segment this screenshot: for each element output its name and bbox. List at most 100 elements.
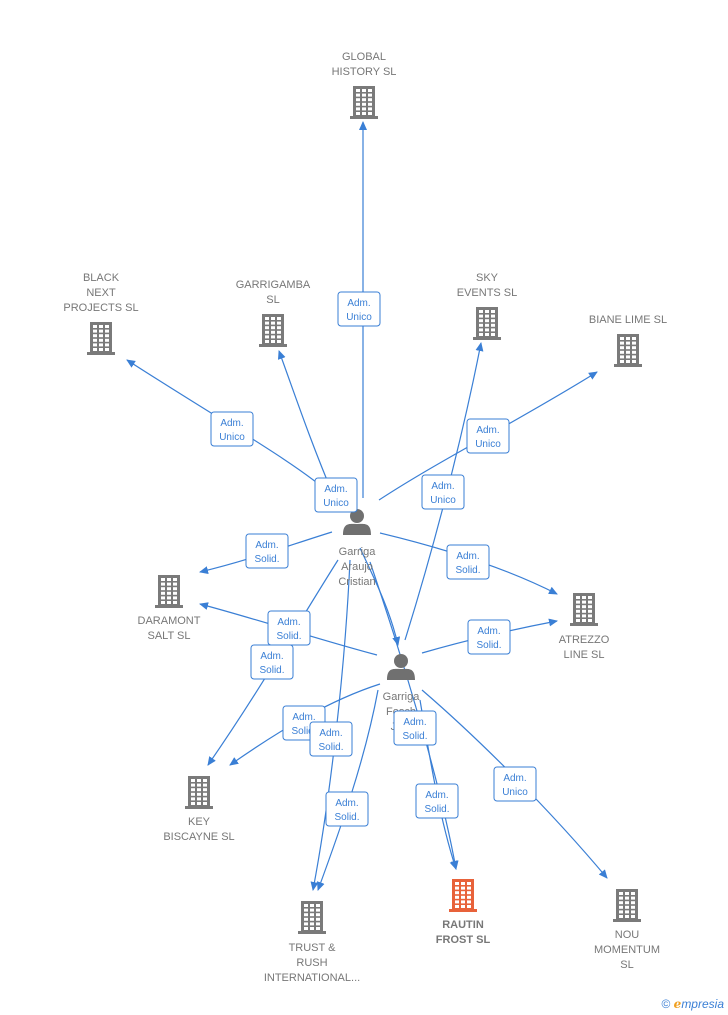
- edge-label-box: [493, 766, 537, 802]
- edge-label-box: [314, 477, 358, 513]
- edge-label-text: Solid.: [424, 804, 449, 815]
- brand-initial: e: [673, 997, 682, 1011]
- company-label-trust: RUSH: [296, 957, 327, 969]
- company-label-rautin: FROST SL: [436, 934, 491, 946]
- edge-label-box: [467, 619, 511, 655]
- edge-label-box: [245, 533, 289, 569]
- edge-label-e1[interactable]: Adm. Unico: [337, 291, 381, 327]
- edge-label-text: Solid.: [334, 812, 359, 823]
- edge-label-text: Unico: [219, 432, 245, 443]
- edge-label-box: [415, 783, 459, 819]
- person-label-p1: Araujo: [341, 561, 373, 573]
- edge-label-e7[interactable]: Adm.Solid.: [446, 544, 490, 580]
- edge-label-e4[interactable]: Adm. Unico: [421, 474, 465, 510]
- company-label-trust: INTERNATIONAL...: [264, 972, 360, 984]
- edge-label-e3[interactable]: Adm. Unico: [314, 477, 358, 513]
- edge-label-text: Adm.: [403, 717, 426, 728]
- relation-edge-e13: [316, 689, 379, 891]
- company-label-daramont: DARAMONT: [138, 615, 201, 627]
- company-icon-atrezzo[interactable]: [570, 593, 598, 626]
- edge-label-text: Adm.: [335, 798, 358, 809]
- company-icon-biane[interactable]: [614, 334, 642, 367]
- company-label-nou: SL: [620, 959, 633, 971]
- edge-label-e6[interactable]: Adm. Solid.: [245, 533, 289, 569]
- relation-edge-e17: [359, 547, 401, 646]
- edge-label-text: Solid.: [476, 640, 501, 651]
- edge-label-text: Solid.: [455, 565, 480, 576]
- edge-label-text: Adm.: [476, 425, 499, 436]
- company-icon-daramont[interactable]: [155, 575, 183, 608]
- edge-label-box: [325, 791, 369, 827]
- person-label-p2: Garriga: [383, 691, 421, 703]
- company-icon-global[interactable]: [350, 86, 378, 119]
- edge-label-text: Unico: [502, 787, 528, 798]
- edge-label-box: [421, 474, 465, 510]
- edge-label-e14[interactable]: Adm. Solid.: [393, 710, 437, 746]
- company-label-global: GLOBAL: [342, 51, 386, 63]
- edge-label-text: Unico: [475, 439, 501, 450]
- edge-label-text: Unico: [346, 312, 372, 323]
- company-icon-sky[interactable]: [473, 307, 501, 340]
- brand-name: mpresia: [681, 997, 724, 1011]
- edge-label-text: Unico: [430, 495, 456, 506]
- edge-label-e5[interactable]: Adm. Unico: [466, 418, 510, 454]
- company-label-atrezzo: LINE SL: [564, 649, 605, 661]
- edge-label-text: Adm.: [425, 790, 448, 801]
- company-icon-black[interactable]: [87, 322, 115, 355]
- edge-label-box: [466, 418, 510, 454]
- edge-label-e10[interactable]: Adm. Solid.: [250, 644, 294, 680]
- company-label-nou: NOU: [615, 929, 640, 941]
- edge-label-e15[interactable]: Adm. Solid.: [415, 783, 459, 819]
- edge-label-text: Adm.: [324, 484, 347, 495]
- company-label-key: BISCAYNE SL: [163, 831, 234, 843]
- edge-label-text: Unico: [323, 498, 349, 509]
- company-label-black: PROJECTS SL: [63, 302, 138, 314]
- edge-label-text: Solid.: [254, 554, 279, 565]
- company-icon-nou[interactable]: [613, 889, 641, 922]
- edge-label-e2[interactable]: Adm.Unico: [210, 411, 254, 447]
- company-label-daramont: SALT SL: [147, 630, 190, 642]
- company-icon-trust[interactable]: [298, 901, 326, 934]
- edge-label-box: [309, 721, 353, 757]
- company-icon-garrigamba[interactable]: [259, 314, 287, 347]
- edge-label-e9[interactable]: Adm. Solid.: [467, 619, 511, 655]
- company-label-nou: MOMENTUM: [594, 944, 660, 956]
- company-label-black: BLACK: [83, 272, 120, 284]
- company-icon-key[interactable]: [185, 776, 213, 809]
- edge-label-text: Adm.: [319, 728, 342, 739]
- edge-label-text: Adm.: [477, 626, 500, 637]
- edge-label-text: Adm.: [347, 298, 370, 309]
- edge-label-text: Adm.: [260, 651, 283, 662]
- edge-label-e16[interactable]: Adm. Unico: [493, 766, 537, 802]
- edge-label-text: Solid.: [318, 742, 343, 753]
- person-icon-p1[interactable]: [343, 509, 371, 535]
- company-label-global: HISTORY SL: [332, 66, 397, 78]
- edge-label-text: Adm.: [255, 540, 278, 551]
- company-icon-rautin[interactable]: [449, 879, 477, 912]
- edge-label-text: Solid.: [402, 731, 427, 742]
- edge-label-box: [337, 291, 381, 327]
- person-label-p1: Garriga: [339, 546, 377, 558]
- company-label-biane: BIANE LIME SL: [589, 314, 667, 326]
- edge-label-e13[interactable]: Adm. Solid.: [325, 791, 369, 827]
- company-label-garrigamba: GARRIGAMBA: [236, 279, 311, 291]
- edge-label-text: Solid.: [276, 631, 301, 642]
- edge-label-e8[interactable]: Adm. Solid.: [267, 610, 311, 646]
- edge-label-box: [393, 710, 437, 746]
- edge-label-text: Adm.: [503, 773, 526, 784]
- edge-label-text: Adm.: [277, 617, 300, 628]
- edge-label-text: Adm.: [431, 481, 454, 492]
- edge-label-text: Solid.: [259, 665, 284, 676]
- company-label-key: KEY: [188, 816, 211, 828]
- edge-label-box: [210, 411, 254, 447]
- company-label-garrigamba: SL: [266, 294, 279, 306]
- edge-label-box: [446, 544, 490, 580]
- edge-label-text: Solid.: [291, 726, 316, 737]
- person-icon-p2[interactable]: [387, 654, 415, 680]
- edge-label-box: [250, 644, 294, 680]
- company-label-atrezzo: ATREZZO: [559, 634, 610, 646]
- company-label-sky: SKY: [476, 272, 499, 284]
- company-label-sky: EVENTS SL: [457, 287, 518, 299]
- edge-label-e12[interactable]: Adm. Solid.: [309, 721, 353, 757]
